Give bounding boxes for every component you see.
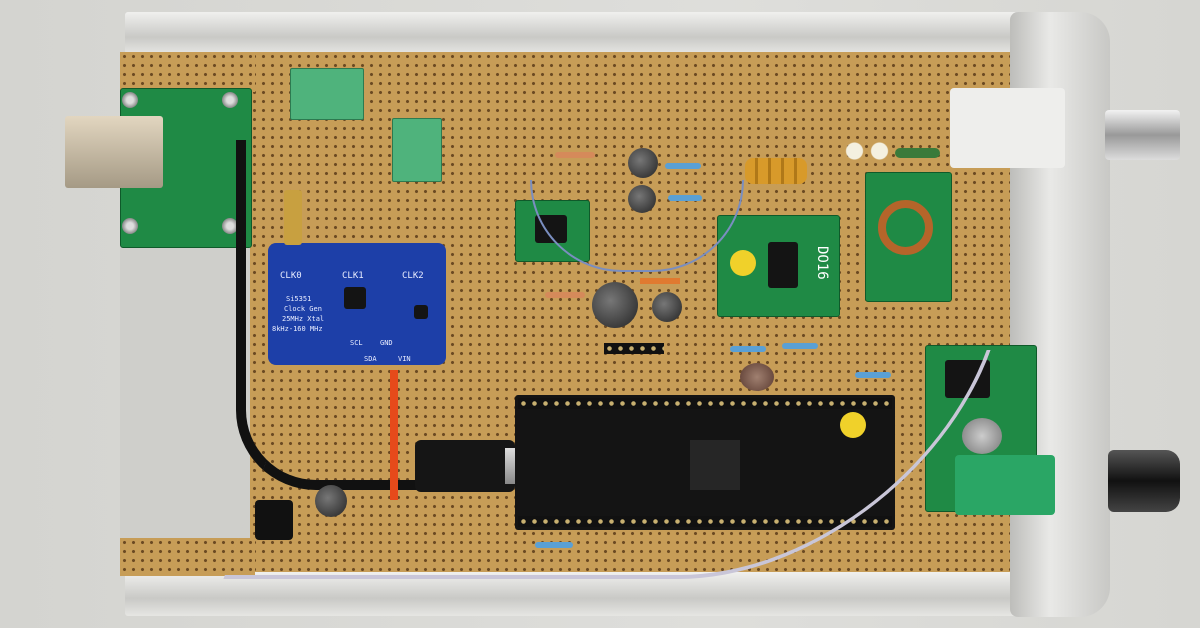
- leds: [842, 142, 892, 160]
- mcu-chip: [690, 440, 740, 490]
- perfboard-bottom-left: [120, 538, 255, 576]
- capacitor: [740, 363, 774, 391]
- usb-b-connector: [65, 116, 163, 188]
- si5351-clock-board: CLK0 CLK1 CLK2 Si5351 Clock Gen 25MHz Xt…: [268, 243, 446, 365]
- screw: [222, 218, 238, 234]
- perfboard-left: [120, 52, 255, 92]
- board-name: Si5351: [286, 295, 312, 303]
- resistor: [730, 346, 766, 352]
- capacitor: [962, 418, 1002, 454]
- clk0-label: CLK0: [280, 271, 302, 281]
- screw: [122, 218, 138, 234]
- tssop-chip: [768, 242, 798, 288]
- sda-label: SDA: [364, 355, 377, 363]
- usb-micro-plug: [415, 440, 515, 492]
- toroid-inductor: [878, 200, 933, 255]
- yellow-capacitors: [745, 158, 807, 184]
- clk2-label: CLK2: [402, 271, 424, 281]
- vin-label: VIN: [398, 355, 411, 363]
- yellow-dot: [840, 412, 866, 438]
- resistor: [665, 163, 701, 169]
- bottom-rail: [125, 572, 1025, 616]
- do16-adapter-board: DO16: [717, 215, 840, 317]
- inductor: [592, 282, 638, 328]
- scl-label: SCL: [350, 339, 363, 347]
- capacitor: [628, 148, 658, 178]
- red-wire: [390, 370, 398, 500]
- resistor: [555, 152, 595, 158]
- screw-terminal: [290, 68, 364, 120]
- capacitor: [315, 485, 347, 517]
- black-cable: [236, 140, 486, 490]
- clk1-label: CLK1: [342, 271, 364, 281]
- header-pins-top: [518, 398, 892, 409]
- screw: [122, 92, 138, 108]
- top-rail: [125, 12, 1025, 54]
- crystal-spec: 25MHz Xtal: [282, 315, 325, 323]
- bnc-connector: [950, 88, 1065, 168]
- resistor: [545, 292, 585, 298]
- diode: [895, 148, 940, 158]
- chip: [344, 287, 366, 309]
- resistor: [535, 542, 573, 548]
- left-interior: [120, 245, 255, 545]
- freq-range: 8kHz-160 MHz: [272, 325, 323, 333]
- chip: [414, 305, 428, 319]
- do16-label: DO16: [814, 246, 830, 280]
- resistor: [855, 372, 891, 378]
- knob[interactable]: [1108, 450, 1180, 512]
- gnd-label: GND: [380, 339, 393, 347]
- orange-resistor: [640, 278, 680, 284]
- amp-chip: [945, 360, 990, 398]
- screw: [222, 92, 238, 108]
- resistor: [782, 343, 818, 349]
- header-pins-bottom: [518, 516, 892, 527]
- sma-connector: [284, 190, 302, 245]
- potentiometer: [955, 455, 1055, 515]
- board-desc: Clock Gen: [284, 305, 322, 313]
- yellow-dot: [730, 250, 756, 276]
- capacitor: [652, 292, 682, 322]
- pin-header: [604, 343, 664, 354]
- bnc-barrel: [1105, 110, 1180, 160]
- black-connector: [255, 500, 293, 540]
